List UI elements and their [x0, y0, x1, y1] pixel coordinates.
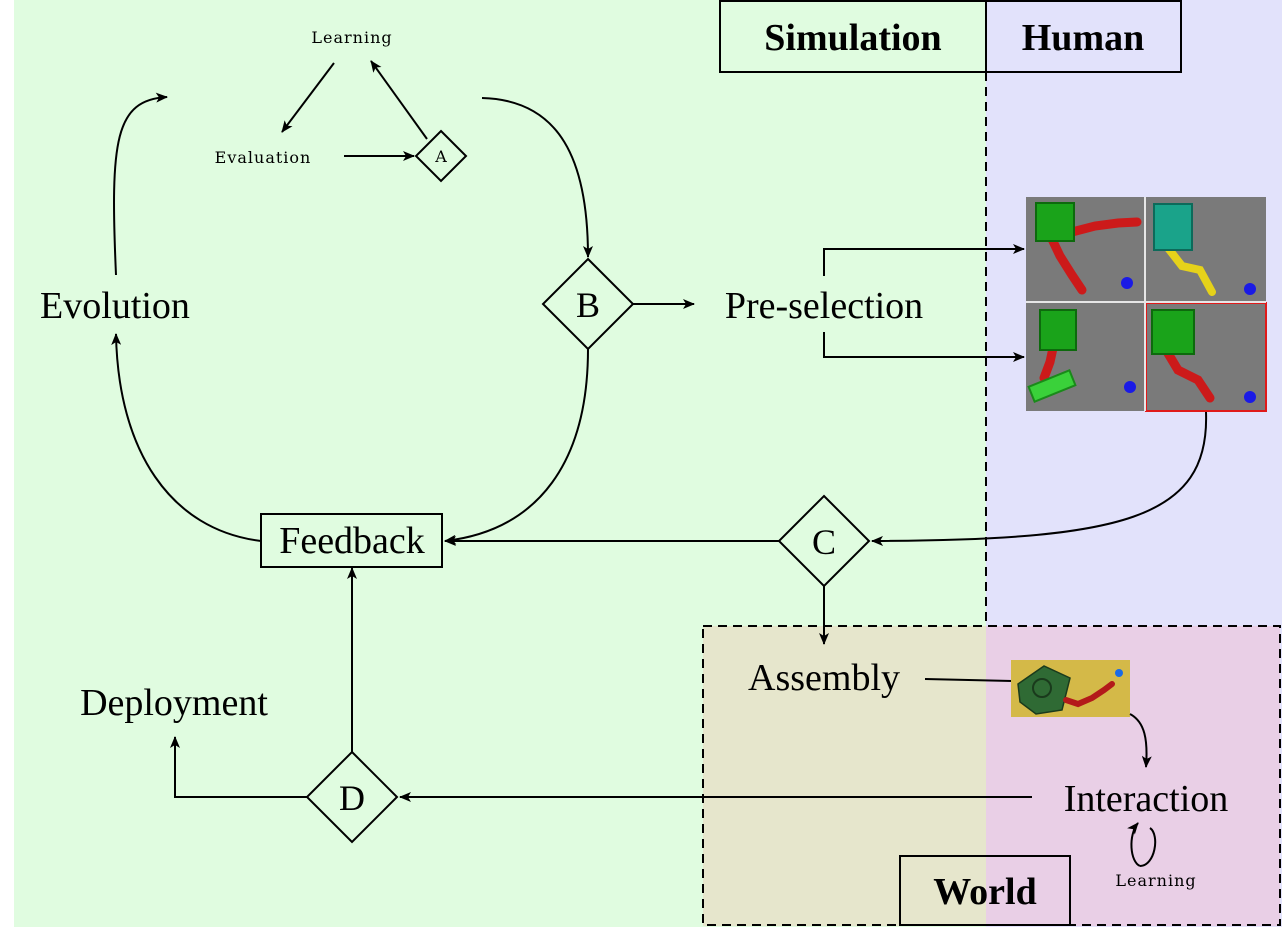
world-title: World — [933, 871, 1036, 913]
preselection-label: Pre-selection — [725, 285, 923, 327]
edge-feedback-to-evolution — [111, 333, 262, 542]
simulation-title-box: Simulation — [719, 0, 987, 73]
assembly-label: Assembly — [748, 657, 900, 699]
candidate-robot-3[interactable] — [1026, 303, 1144, 411]
world-title-box: World — [899, 855, 1071, 926]
deployment-label: Deployment — [80, 682, 268, 724]
decision-b-label: B — [576, 285, 600, 325]
human-title: Human — [1022, 17, 1144, 59]
edge-d-to-deployment — [170, 736, 307, 798]
edge-preselection-to-candidates-top — [823, 244, 1025, 276]
simulation-title: Simulation — [764, 17, 941, 59]
edge-photo-to-interaction — [1129, 713, 1152, 768]
feedback-label: Feedback — [279, 520, 425, 562]
decision-a-label: A — [434, 147, 447, 166]
edge-learning-loop-world-back — [1139, 827, 1157, 867]
world-region-border — [702, 625, 1281, 926]
learning-label-top: Learning — [311, 28, 392, 47]
decision-d-label: D — [339, 778, 365, 818]
feedback-box: Feedback — [260, 513, 443, 568]
evolution-label: Evolution — [40, 285, 190, 327]
decision-c-label: C — [812, 522, 836, 562]
human-title-box: Human — [985, 0, 1182, 73]
edge-a-to-learning — [370, 60, 428, 140]
candidate-robot-4-selected[interactable] — [1145, 302, 1267, 412]
learning-label-bottom: Learning — [1115, 871, 1196, 890]
evaluation-label: Evaluation — [215, 148, 312, 167]
decision-d: D — [305, 750, 399, 844]
edge-b-to-feedback — [444, 348, 589, 545]
candidate-robots-grid — [1026, 197, 1267, 412]
edge-learning-loop-world — [1127, 822, 1141, 867]
interaction-label: Interaction — [1064, 778, 1229, 820]
assembled-robot-photo — [1011, 660, 1130, 717]
edge-learning-to-evaluation — [281, 62, 335, 133]
edge-assembly-to-photo — [924, 678, 1013, 682]
edge-learning-loop-to-b — [481, 97, 593, 258]
decision-c: C — [777, 494, 871, 588]
edge-selection-to-c — [871, 411, 1208, 546]
edge-preselection-to-candidates-bottom — [823, 332, 1025, 362]
candidate-robot-2[interactable] — [1146, 197, 1266, 301]
edge-evolution-to-learning-loop — [113, 92, 168, 276]
candidate-robot-1[interactable] — [1026, 197, 1144, 301]
decision-a: A — [414, 129, 468, 183]
